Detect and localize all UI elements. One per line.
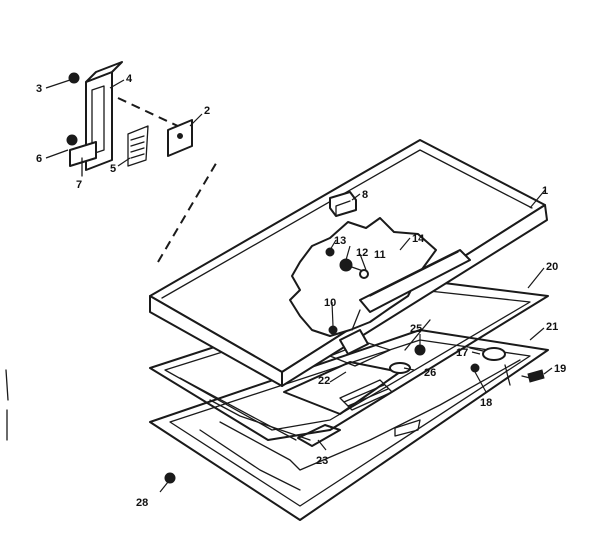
burner-assembly [283, 319, 511, 447]
clip-bracket [329, 191, 357, 217]
callout-3: 3 [36, 83, 42, 95]
callout-2: 2 [204, 105, 210, 117]
callout-26: 26 [424, 367, 436, 379]
burner-rail [339, 249, 471, 355]
scan-edge [5, 369, 9, 441]
leader-lines [45, 79, 553, 493]
callout-labels: 1 2 3 4 5 6 7 8 10 11 12 13 14 17 18 19 … [36, 73, 566, 509]
callout-10: 10 [324, 297, 336, 309]
callout-13: 13 [334, 235, 346, 247]
callout-4: 4 [126, 73, 133, 85]
callout-5: 5 [110, 163, 116, 175]
callout-18: 18 [480, 397, 492, 409]
callout-11: 11 [374, 249, 386, 261]
callout-17: 17 [456, 347, 468, 359]
callout-23: 23 [316, 455, 328, 467]
callout-1: 1 [542, 185, 548, 197]
assembly-line-2 [117, 97, 183, 129]
hinge-assembly [66, 61, 193, 177]
callout-20: 20 [546, 261, 558, 273]
callout-14: 14 [412, 233, 425, 245]
assembly-line [157, 159, 219, 263]
callout-22: 22 [318, 375, 330, 387]
cutaway-opening [289, 217, 437, 337]
callout-28: 28 [136, 497, 148, 509]
callout-8: 8 [362, 189, 368, 201]
foot-part [164, 472, 176, 484]
callout-6: 6 [36, 153, 42, 165]
callout-25: 25 [410, 323, 422, 335]
callout-7: 7 [76, 179, 82, 191]
callout-19: 19 [554, 363, 566, 375]
screw-part [521, 369, 545, 383]
callout-21: 21 [546, 321, 558, 333]
callout-12: 12 [356, 247, 368, 259]
